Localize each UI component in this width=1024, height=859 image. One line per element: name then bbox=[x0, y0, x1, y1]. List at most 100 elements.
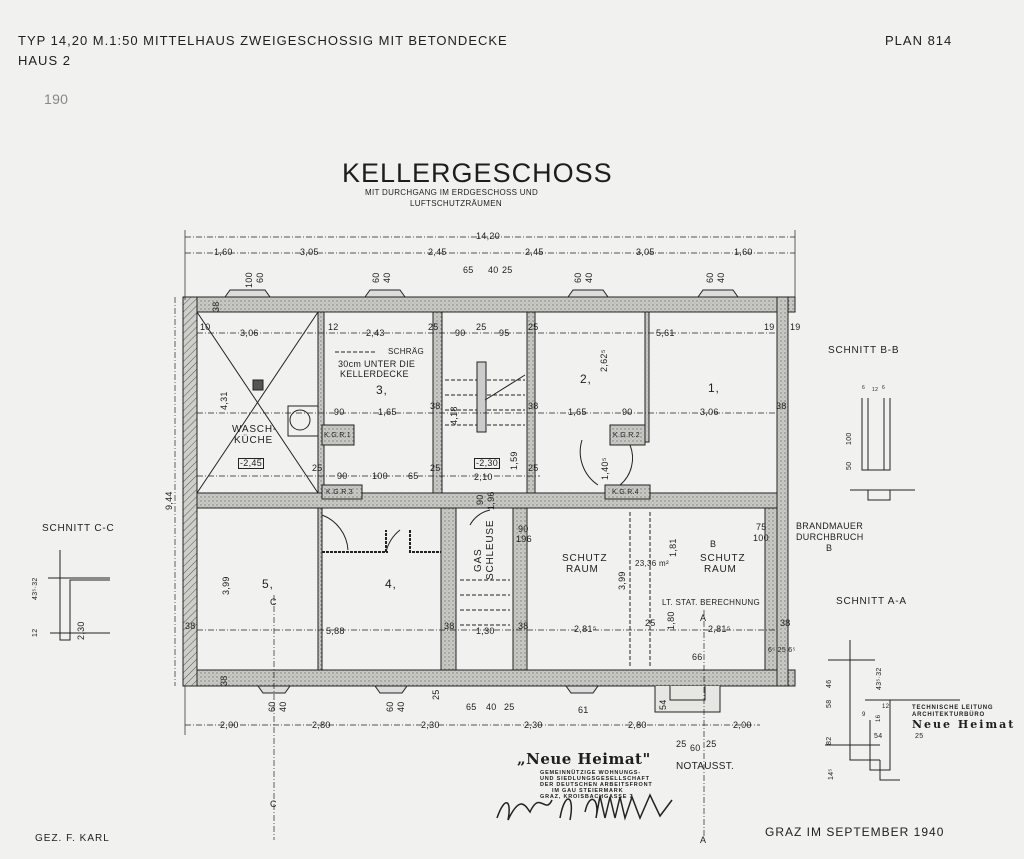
dim: 66 bbox=[692, 652, 703, 662]
wall-north bbox=[182, 296, 796, 313]
office-line-2: ARCHITEKTURBÜRO bbox=[912, 712, 985, 718]
dim: 3,06 bbox=[700, 407, 719, 417]
dim: 25 bbox=[645, 618, 656, 628]
company-stamp-line: GRAZ, KROISBACHGASSE 7 bbox=[540, 794, 634, 800]
dim: 38 bbox=[185, 621, 196, 631]
plan-type-line: TYP 14,20 M.1:50 MITTELHAUS ZWEIGESCHOSS… bbox=[18, 33, 508, 48]
dim: 25 bbox=[430, 463, 441, 473]
dim: 38 bbox=[430, 401, 441, 411]
shelter-2-label-2: RAUM bbox=[704, 564, 737, 575]
dim: 5,88 bbox=[326, 626, 345, 636]
dim: 65 bbox=[466, 702, 477, 712]
office-name-logo: Neue Heimat bbox=[912, 718, 1016, 731]
dim: 100 bbox=[244, 272, 254, 288]
dim: 25 bbox=[504, 702, 515, 712]
dim: 60 bbox=[690, 743, 701, 753]
dim: 2,30 bbox=[76, 621, 86, 640]
wall-upper-2 bbox=[432, 311, 443, 494]
dim: 90 bbox=[455, 328, 466, 338]
shelter-2-label-1: SCHUTZ bbox=[700, 553, 746, 564]
wall-west bbox=[182, 296, 198, 687]
dim: 38 bbox=[776, 401, 787, 411]
section-a-marker-2: A bbox=[700, 835, 707, 845]
dim: 6 bbox=[862, 385, 866, 391]
dim: 19 bbox=[764, 322, 775, 332]
dim: 3,99 bbox=[221, 576, 231, 595]
dim: 2,62⁵ bbox=[599, 349, 609, 372]
dim: 5,61 bbox=[656, 328, 675, 338]
dim: 25 bbox=[528, 322, 539, 332]
dim: 4,31 bbox=[219, 391, 229, 410]
section-b-marker: B bbox=[826, 543, 833, 553]
company-stamp-line: UND SIEDLUNGSGESELLSCHAFT bbox=[540, 776, 650, 782]
dim: 25 bbox=[915, 733, 924, 740]
dim: 2,00 bbox=[733, 720, 752, 730]
dim: 60 bbox=[705, 272, 715, 283]
dim: 46 bbox=[826, 679, 833, 688]
slope-note: SCHRÄG bbox=[388, 347, 425, 356]
section-c-marker: C bbox=[270, 597, 277, 607]
emergency-exit-label: NOTAUSST. bbox=[676, 761, 735, 772]
dim: 25 bbox=[502, 265, 513, 275]
dim: 54 bbox=[874, 733, 883, 740]
dim: 60 bbox=[371, 272, 381, 283]
wall-upper-3 bbox=[526, 311, 536, 494]
dim: 9 bbox=[862, 712, 866, 718]
dim-total-depth: 9,44 bbox=[164, 491, 174, 510]
shelter-area: 23,36 m² bbox=[635, 559, 669, 568]
company-stamp-line: IM GAU STEIERMARK bbox=[552, 788, 624, 794]
dim: 1,59 bbox=[509, 451, 519, 470]
wall-lower-4 bbox=[764, 507, 778, 671]
plan-number: PLAN 814 bbox=[885, 33, 953, 48]
dim: 4,18 bbox=[449, 406, 459, 425]
dim: 40 bbox=[486, 702, 497, 712]
house-label: HAUS 2 bbox=[18, 53, 71, 68]
dim: 40 bbox=[716, 272, 726, 283]
kgr4-label: K.G.R.4 bbox=[612, 489, 639, 496]
dim: 2,30 bbox=[421, 720, 440, 730]
wall-lower-3 bbox=[512, 507, 528, 671]
dim: 60 bbox=[573, 272, 583, 283]
dim: 38 bbox=[780, 618, 791, 628]
dim: 25 bbox=[431, 689, 441, 700]
dim: 2,43 bbox=[366, 328, 385, 338]
dim: 100 bbox=[846, 432, 853, 445]
dim: 1,81 bbox=[668, 538, 678, 557]
dim: 58 bbox=[826, 699, 833, 708]
dim: 75 bbox=[756, 522, 767, 532]
dim: 50 bbox=[846, 461, 853, 470]
dim: 1,80 bbox=[666, 611, 676, 630]
drawn-by: GEZ. F. KARL bbox=[35, 833, 110, 844]
dim: 25 bbox=[476, 322, 487, 332]
dim: 1,65 bbox=[568, 407, 587, 417]
dim: 25 bbox=[706, 739, 717, 749]
gas-lock-label-2: SCHLEUSE bbox=[485, 519, 496, 580]
dim: 60 bbox=[267, 701, 277, 712]
dim: 6⁵ 25 6⁵ bbox=[768, 647, 796, 654]
room-number-3: 3, bbox=[376, 383, 388, 397]
level-mark-waschkueche: -2,45 bbox=[238, 458, 265, 469]
shelter-1-label-2: RAUM bbox=[566, 564, 599, 575]
section-cc-title: SCHNITT C-C bbox=[42, 523, 115, 534]
kgr1-label: K.G.R.1 bbox=[324, 432, 351, 439]
section-bb-title: SCHNITT B-B bbox=[828, 345, 900, 356]
room-number-2: 2, bbox=[580, 372, 592, 386]
gas-lock-label-1: GAS bbox=[473, 548, 484, 572]
dim-total-width: 14,20 bbox=[476, 231, 501, 241]
dim: 40 bbox=[488, 265, 499, 275]
dim: 19 bbox=[790, 322, 801, 332]
dim: 90 bbox=[622, 407, 633, 417]
dim: 38 bbox=[518, 621, 529, 631]
dim: 2,81⁵ bbox=[708, 624, 731, 634]
dim: 25 bbox=[528, 463, 539, 473]
dim: 38 bbox=[219, 675, 229, 686]
dim: 54 bbox=[658, 699, 668, 710]
company-stamp-line: DER DEUTSCHEN ARBEITSFRONT bbox=[540, 782, 653, 788]
dim: 61 bbox=[578, 705, 589, 715]
dim: 2,45 bbox=[428, 247, 447, 257]
dim: 60 bbox=[385, 701, 395, 712]
dim: 2,45 bbox=[525, 247, 544, 257]
dim: 3,05 bbox=[300, 247, 319, 257]
room-number-5: 5, bbox=[262, 577, 274, 591]
